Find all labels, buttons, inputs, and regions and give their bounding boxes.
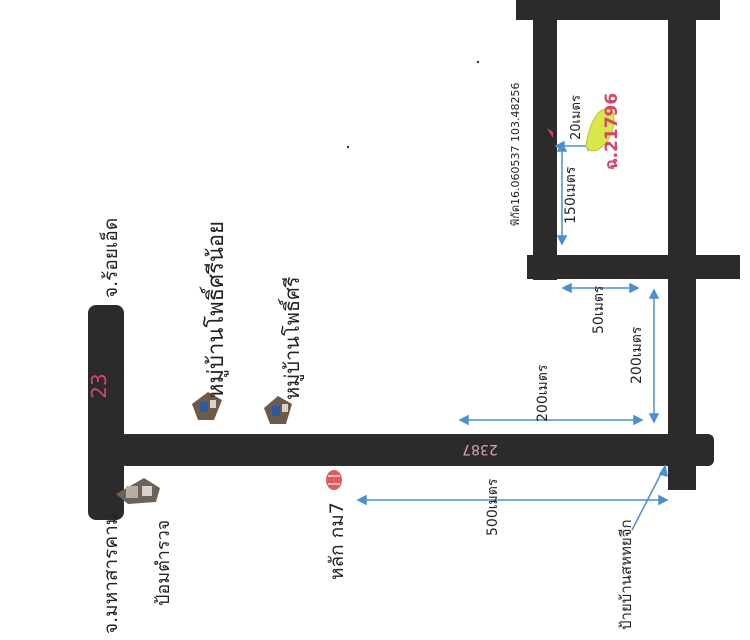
arrow-200m-v-head-bottom <box>648 413 660 424</box>
branch-road-top <box>516 0 720 20</box>
arrow-200m-h-head-left <box>458 414 469 426</box>
label-distance-50m: 50เมตร <box>591 285 607 334</box>
arrow-50m-head-left <box>561 282 572 294</box>
road-network <box>88 0 740 520</box>
arrow-200m-h-head-right <box>633 414 644 426</box>
label-roi-et: จ.ร้อยเอ็ด <box>100 217 122 298</box>
label-distance-200m-h: 200เมตร <box>535 364 551 422</box>
pointer-sign-head <box>658 464 668 478</box>
label-village-pho-si: หมู่บ้านโพธิ์ศรี <box>280 276 304 400</box>
arrow-200m-v-head-top <box>648 288 660 299</box>
label-police-box: ป้อมตำรวจ <box>153 519 174 606</box>
arrow-20m-head-left <box>554 140 565 152</box>
label-lot-number: ฉ.21796 <box>602 92 622 170</box>
branch-road-vertical <box>668 5 696 490</box>
road-2387 <box>120 434 714 466</box>
location-marker-icon <box>547 128 553 138</box>
lane-to-plot <box>533 10 557 280</box>
arrow-50m-head-right <box>629 282 640 294</box>
road-2387-label: 2387 <box>462 441 498 457</box>
highway-23-label: 23 <box>87 373 111 398</box>
scan-dot <box>476 60 480 64</box>
label-coordinates: พิกัด16.060537 103.48256 <box>509 82 522 226</box>
label-km-marker: หลัก กม7 <box>326 502 348 580</box>
scan-dot <box>346 145 350 149</box>
arrow-500m-head-right <box>658 494 669 506</box>
arrow-150m-head-bottom <box>556 235 568 246</box>
cross-road <box>527 255 740 279</box>
label-distance-20m: 20เมตร <box>569 95 584 140</box>
label-maha-sarakham: จ.มหาสารคาม <box>100 512 122 634</box>
label-distance-500m: 500เมตร <box>485 478 501 536</box>
label-distance-200m-v: 200เมตร <box>629 326 645 384</box>
land-plot <box>585 108 615 152</box>
highway-23 <box>88 305 124 520</box>
arrow-500m-head-left <box>356 494 367 506</box>
pointer-sign <box>631 467 665 531</box>
label-distance-150m: 150เมตร <box>563 166 579 224</box>
police-box-icon <box>116 478 160 504</box>
label-village-pho-si-noi: หมู่บ้านโพธิ์ศรีน้อย <box>204 220 229 398</box>
label-sign-huai-chik: ป้ายบ้านสหทยจีก <box>617 519 635 630</box>
km-marker-icon <box>326 470 342 490</box>
village-pho-si-noi-icon <box>192 392 222 420</box>
village-pho-si-icon <box>264 396 292 424</box>
